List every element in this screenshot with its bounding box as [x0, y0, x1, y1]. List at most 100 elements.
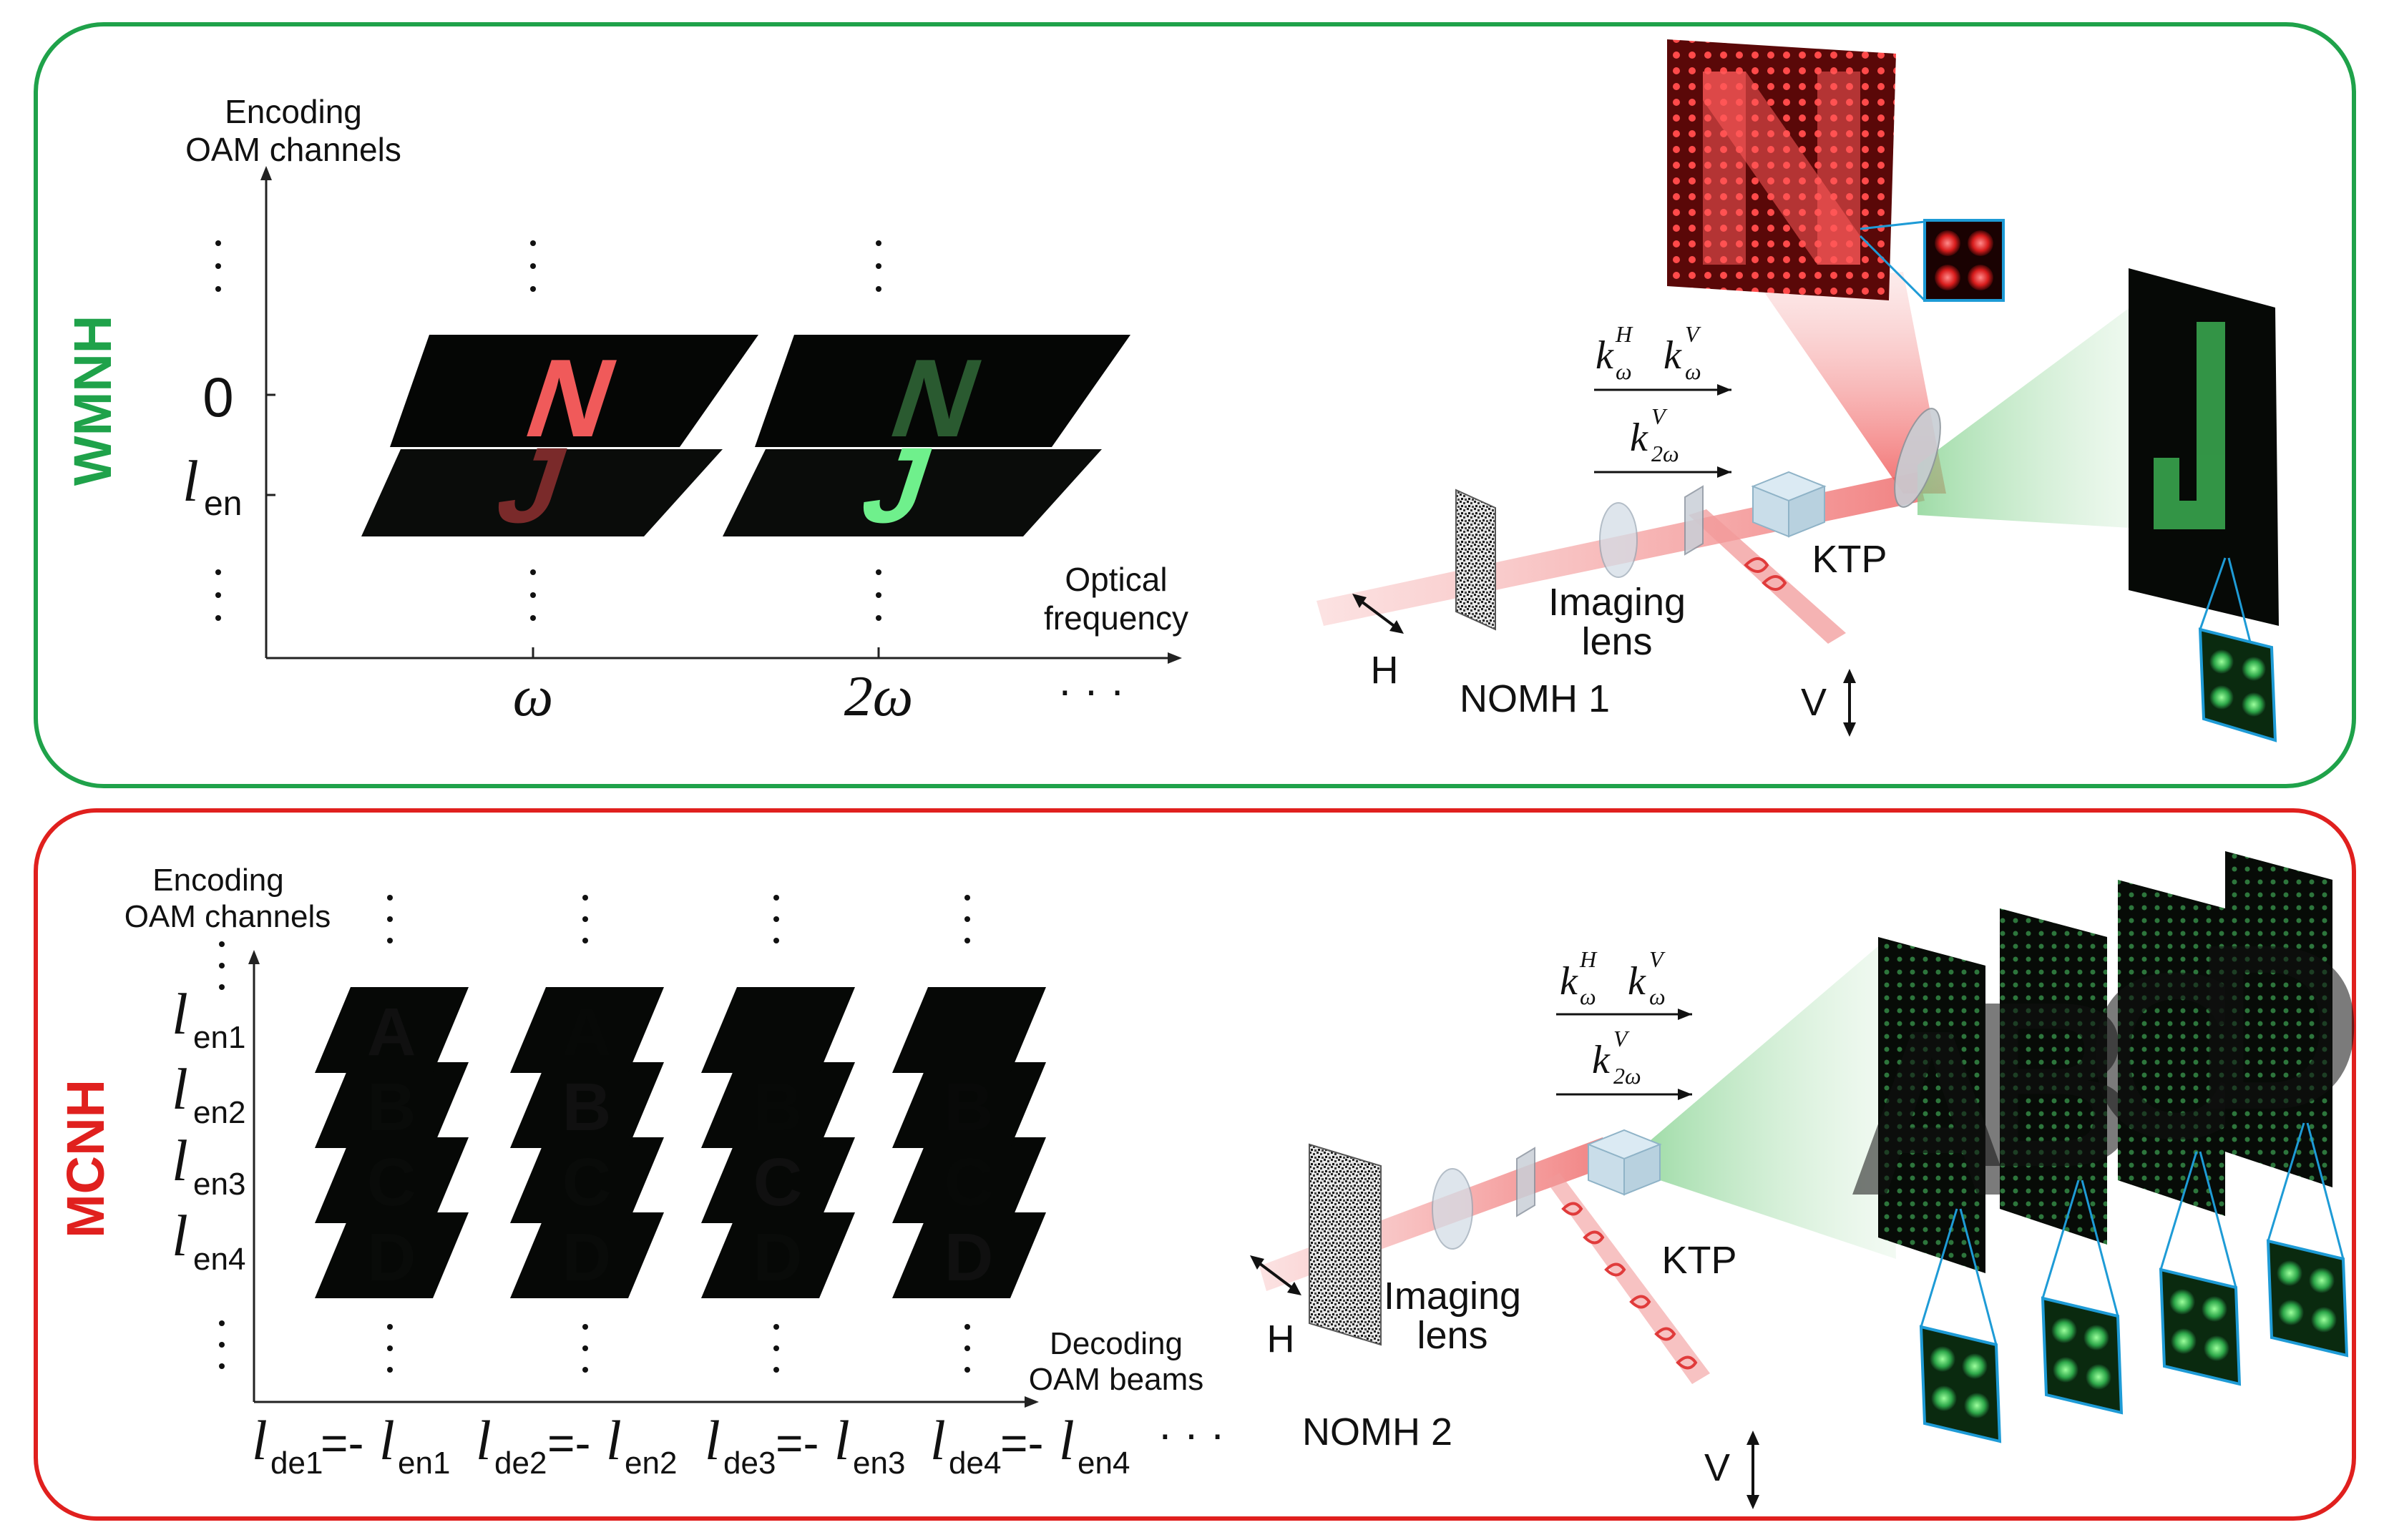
mcnh-y-tick-4: l en4	[172, 1203, 245, 1277]
svg-text:k: k	[1630, 416, 1648, 460]
svg-text:l: l	[705, 1409, 720, 1471]
svg-text:l: l	[252, 1409, 268, 1471]
wmnh-axes	[265, 175, 1173, 659]
svg-text:V: V	[1613, 1026, 1630, 1051]
mcnh-x-ellipsis: · · ·	[1158, 1410, 1224, 1458]
wmnh-imaging-lens-label-1: Imaging	[1548, 581, 1686, 624]
mcnh-plate-c2-r3: C	[510, 1137, 664, 1223]
svg-text:en4: en4	[193, 1242, 245, 1277]
svg-text:l: l	[379, 1409, 395, 1471]
mcnh-plate-letter: C	[562, 1144, 612, 1220]
svg-text:=-: =-	[547, 1416, 591, 1469]
mcnh-v-label: V	[1704, 1446, 1730, 1489]
mcnh-far-plate-a: A	[1847, 937, 2017, 1443]
mcnh-x-tick-1: l de1 =- l en1	[252, 1409, 450, 1481]
mcnh-far-letter: D	[2194, 895, 2364, 1159]
mcnh-x-tick-2: l de2 =- l en2	[476, 1409, 677, 1481]
mcnh-gaussian-spot	[1962, 1353, 1988, 1379]
svg-text:l: l	[172, 1203, 188, 1268]
wmnh-x-axis-arrow	[1168, 652, 1182, 664]
mcnh-gaussian-spot	[2051, 1318, 2077, 1343]
mcnh-panel: MCNH Encoding OAM channels Decoding OAM …	[34, 808, 2364, 1521]
svg-text:k: k	[1592, 1038, 1611, 1082]
mcnh-imaging-lens-label-2: lens	[1417, 1314, 1487, 1357]
wmnh-nomh-label: NOMH 1	[1460, 677, 1610, 720]
mcnh-plate-c2-r4: D	[510, 1212, 664, 1298]
mcnh-plate-letter: C	[367, 1144, 416, 1220]
mcnh-imaging-lens-label-1: Imaging	[1384, 1275, 1521, 1318]
mcnh-plate-c3-r3: C	[701, 1137, 855, 1223]
mcnh-ktp-label: KTP	[1661, 1239, 1736, 1282]
wmnh-green-mode-inset	[2198, 627, 2277, 742]
mcnh-y-axis-label-line1: Encoding	[152, 863, 283, 898]
svg-text:l: l	[606, 1409, 622, 1471]
wmnh-plate-omega-upper: N	[390, 335, 758, 460]
mcnh-far-letter: B	[1968, 952, 2139, 1216]
mcnh-plate-c4-r1: A	[892, 987, 1046, 1073]
svg-text:l: l	[1059, 1409, 1075, 1471]
mcnh-plate-c3-r2: B	[701, 1062, 855, 1148]
mcnh-gaussian-spot	[2083, 1325, 2109, 1350]
svg-text:H: H	[1615, 321, 1633, 347]
mcnh-plate-letter: D	[562, 1220, 612, 1295]
mcnh-gaussian-spot	[2278, 1300, 2304, 1325]
mcnh-far-plate-b: B	[1968, 908, 2139, 1415]
svg-text:V: V	[1651, 403, 1668, 429]
svg-text:V: V	[1649, 946, 1666, 972]
svg-text:en2: en2	[625, 1446, 677, 1481]
mcnh-gaussian-spot	[1931, 1385, 1957, 1411]
wmnh-red-fan	[1760, 272, 1946, 494]
wmnh-x-ellipsis: · · ·	[1057, 666, 1124, 714]
wmnh-red-hologram-letter	[1703, 72, 1860, 265]
svg-text:k: k	[1560, 959, 1578, 1004]
wmnh-k-v-label: k V ω	[1663, 321, 1701, 384]
wmnh-red-mode-inset	[1923, 219, 2005, 302]
svg-text:en3: en3	[193, 1167, 245, 1202]
mcnh-x-tick-3: l de3 =- l en3	[705, 1409, 905, 1481]
wmnh-y-tick-zero: 0	[202, 366, 233, 428]
mcnh-optical-setup: k H ω k V ω k V 2ω Imaging lens KTP H NO…	[1250, 937, 1896, 1509]
mcnh-h-label: H	[1267, 1318, 1295, 1360]
svg-text:l: l	[476, 1409, 492, 1471]
mcnh-plate-c4-r4: D	[892, 1212, 1046, 1298]
svg-text:en: en	[204, 485, 242, 523]
svg-text:l: l	[182, 448, 199, 514]
wmnh-panel-label: WMNH	[63, 315, 122, 486]
mcnh-far-mode-inset	[1919, 1325, 2002, 1443]
mcnh-y-tick-3: l en3	[172, 1128, 245, 1202]
wmnh-green-hologram-letter	[2154, 322, 2225, 529]
svg-text:=-: =-	[321, 1416, 364, 1469]
svg-text:en2: en2	[193, 1095, 245, 1130]
mcnh-plate-c2-r1: A	[510, 987, 664, 1073]
svg-text:=-: =-	[1000, 1416, 1044, 1469]
mcnh-plate-c1-r3: C	[315, 1137, 469, 1223]
mcnh-axes	[253, 958, 1030, 1403]
mcnh-far-mode-inset	[2041, 1296, 2124, 1415]
wmnh-k-2w-label: k V 2ω	[1630, 403, 1679, 466]
wmnh-v-label: V	[1801, 681, 1827, 724]
wmnh-output-lens	[1894, 408, 1941, 508]
svg-text:ω: ω	[1616, 358, 1632, 384]
mcnh-plate-letter: D	[367, 1220, 416, 1295]
wmnh-x-tick-omega: ω	[513, 665, 553, 728]
wmnh-x-axis-label-line1: Optical	[1065, 561, 1167, 598]
mcnh-far-plate-c: C	[2086, 880, 2257, 1386]
mcnh-plate-letter: C	[944, 1144, 994, 1220]
mcnh-gaussian-spot	[2171, 1328, 2197, 1354]
mcnh-nomh-label: NOMH 2	[1302, 1411, 1452, 1453]
svg-text:l: l	[172, 1056, 188, 1122]
mcnh-y-axis-label-line2: OAM channels	[124, 899, 331, 934]
mcnh-ktp-crystal	[1586, 1129, 1662, 1196]
svg-text:ω: ω	[1649, 984, 1666, 1009]
wmnh-filter	[1684, 485, 1704, 556]
wmnh-y-tick-len: l en	[182, 448, 242, 523]
mcnh-panel-border	[34, 808, 2356, 1521]
mcnh-plate-letter: B	[562, 1069, 612, 1145]
svg-text:en1: en1	[193, 1020, 245, 1055]
mcnh-far-letter: A	[1847, 981, 2017, 1245]
mcnh-plate-letter: A	[562, 994, 612, 1070]
svg-text:de2: de2	[494, 1446, 547, 1481]
wmnh-panel: WMNH Encoding OAM channels Optical frequ…	[34, 22, 2356, 788]
wmnh-x-axis-label-line2: frequency	[1044, 599, 1188, 637]
